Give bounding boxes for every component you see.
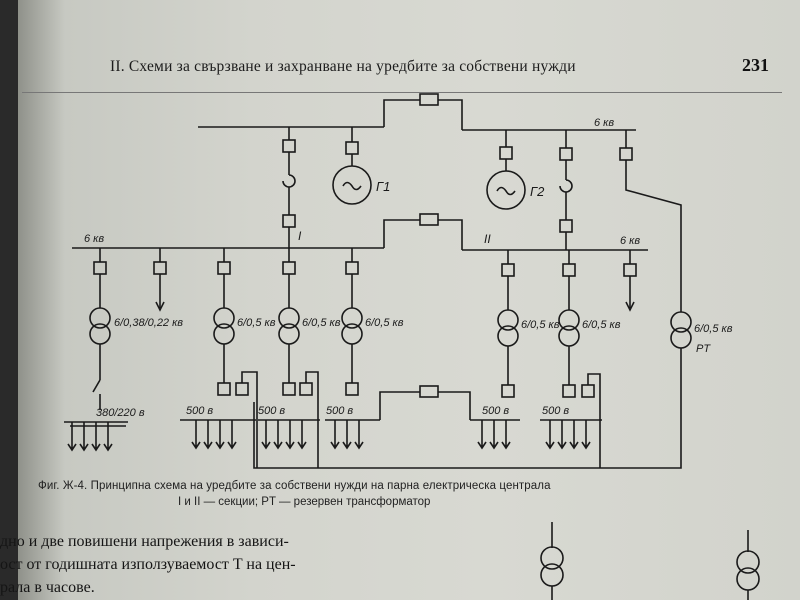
lv2-reserve-link	[241, 371, 258, 468]
t5-winding-1	[497, 309, 519, 331]
body-line: дно и две повишени напрежения в зависи-	[0, 533, 289, 550]
f8-breaker	[623, 263, 637, 277]
t1-switch	[92, 379, 101, 393]
f2-breaker	[153, 261, 167, 275]
page-number: 231	[742, 55, 769, 75]
t3-winding-1	[278, 307, 300, 329]
label-t3: 6/0,5 кв	[302, 317, 341, 329]
lv-coupler-left	[379, 391, 420, 420]
feeder-i-reactor	[282, 174, 296, 188]
reserve-breaker	[619, 147, 633, 161]
g2-sine	[496, 186, 516, 196]
label-lv2: 500 в	[186, 405, 213, 417]
reserve-feeder-line	[625, 160, 682, 312]
label-t5: 6/0,5 кв	[521, 319, 560, 331]
header-rule	[22, 92, 782, 93]
rt-winding-2	[670, 327, 692, 349]
body-line: ост от годишната използуваемост T на цен…	[0, 556, 296, 573]
lv6-breaker	[562, 384, 576, 398]
t3-winding-2	[278, 323, 300, 345]
f7-breaker	[562, 263, 576, 277]
lv-coupler-right	[438, 391, 471, 420]
f2-arrow	[155, 301, 165, 312]
t4-winding-1	[341, 307, 363, 329]
figure-caption: Фиг. Ж-4. Принципна схема на уредбите за…	[38, 480, 551, 492]
feeder-ii-breaker-2	[559, 219, 573, 233]
label-rt: PT	[696, 343, 711, 355]
feeder-i-breaker-2	[282, 214, 296, 228]
label-section-ii: II	[484, 232, 491, 246]
label-t4: 6/0,5 кв	[365, 317, 404, 329]
generator-g1-symbol	[332, 165, 372, 205]
t2-winding-2	[213, 323, 235, 345]
label-gen1: Г1	[376, 179, 390, 194]
rt-winding-1	[670, 311, 692, 333]
section-coupler-reactor	[419, 213, 439, 226]
lv-outgoing-arrows	[67, 420, 591, 452]
lv5-breaker	[501, 384, 515, 398]
label-t6: 6/0,5 кв	[582, 319, 621, 331]
upper-coupler-reactor	[419, 93, 439, 106]
feeder-ii-reactor	[559, 179, 573, 193]
label-gen2: Г2	[530, 184, 545, 199]
t1-winding-2	[89, 323, 111, 345]
f4-breaker	[282, 261, 296, 275]
label-t1: 6/0,38/0,22 кв	[114, 317, 183, 329]
feeder-ii-breaker	[559, 147, 573, 161]
lv6-reserve-link	[587, 373, 601, 468]
t5-winding-2	[497, 325, 519, 347]
lv2-reserve-breaker	[235, 382, 249, 396]
label-lv1: 380/220 в	[96, 407, 145, 419]
f6-breaker	[501, 263, 515, 277]
running-header: II. Схеми за свързване и захранване на у…	[110, 58, 576, 75]
f5-breaker	[345, 261, 359, 275]
t2-winding-1	[213, 307, 235, 329]
lv6-reserve-breaker	[581, 384, 595, 398]
t6-winding-2	[558, 325, 580, 347]
label-voltage-top: 6 кв	[594, 117, 614, 129]
label-lv6: 500 в	[542, 405, 569, 417]
body-line: рала в часове.	[0, 579, 95, 596]
g1-breaker	[345, 141, 359, 155]
t6-winding-1	[558, 309, 580, 331]
body-text: дно и две повишени напрежения в зависи- …	[0, 530, 296, 599]
g1-sine	[342, 181, 362, 191]
label-voltage-left: 6 кв	[84, 233, 104, 245]
upper-coupler-left	[383, 99, 420, 127]
label-lv5: 500 в	[482, 405, 509, 417]
label-section-i: I	[298, 229, 302, 243]
lv2-breaker	[217, 382, 231, 396]
f3-breaker	[217, 261, 231, 275]
lv4-breaker	[345, 382, 359, 396]
label-t2: 6/0,5 кв	[237, 317, 276, 329]
t4-winding-2	[341, 323, 363, 345]
lv-coupler-reactor	[419, 385, 439, 398]
g2-breaker	[499, 146, 513, 160]
upper-coupler-right	[438, 99, 463, 130]
lv3-reserve-breaker	[299, 382, 313, 396]
t1-winding-1	[89, 307, 111, 329]
f8-arrow	[625, 301, 635, 312]
label-lv4: 500 в	[326, 405, 353, 417]
reserve-distribution-line	[253, 348, 682, 469]
section-coupler-right	[438, 219, 463, 250]
bottom-transformer-symbols	[540, 522, 760, 600]
feeder-i-breaker	[282, 139, 296, 153]
label-lv3: 500 в	[258, 405, 285, 417]
generator-g2-symbol	[486, 170, 526, 210]
lv3-breaker	[282, 382, 296, 396]
figure-caption-legend: I и II — секции; PT — резервен трансформ…	[178, 496, 431, 508]
section-coupler-left	[383, 219, 420, 248]
f1-breaker	[93, 261, 107, 275]
label-t7: 6/0,5 кв	[694, 323, 733, 335]
label-voltage-right: 6 кв	[620, 235, 640, 247]
